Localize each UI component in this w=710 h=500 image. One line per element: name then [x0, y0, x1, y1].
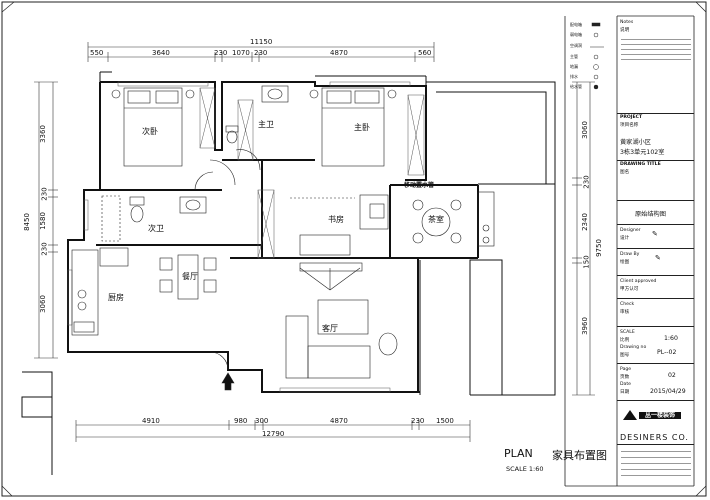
annotation-move-pipe: 移动置水管	[404, 182, 435, 189]
dim-right-seg-2: 230	[582, 175, 591, 189]
designer-signature: ✎	[652, 230, 658, 238]
study-furniture	[290, 194, 389, 272]
drawing-title: 原始结构图	[635, 211, 666, 218]
tea-room-furniture	[412, 191, 495, 247]
page-label: Page	[620, 367, 632, 372]
legend-item-7: 给水管	[570, 84, 582, 89]
page-value: 02	[668, 372, 676, 379]
dim-top-seg-4: 1070	[232, 49, 250, 57]
dim-left-seg-3: 1580	[38, 212, 47, 230]
second-bedroom-furniture	[111, 87, 195, 167]
room-dining: 餐厅	[182, 272, 198, 281]
dim-left-seg-1: 3360	[38, 125, 47, 143]
date-label-cn: 日期	[620, 390, 630, 395]
master-bedroom-furniture	[309, 87, 397, 167]
dim-left-seg-5: 3060	[38, 295, 47, 313]
draw-by-label: Draw By	[620, 252, 640, 257]
company-cn: 丛一楼装饰	[645, 412, 676, 419]
dim-top-seg-7: 560	[418, 49, 432, 57]
room-second-bedroom: 次卧	[142, 127, 158, 136]
draw-by-label-cn: 绘图	[620, 260, 630, 265]
dim-right-seg-5: 3960	[580, 317, 589, 335]
room-master-bedroom: 主卧	[354, 123, 370, 132]
legend-item-3: 空调洞	[570, 43, 582, 48]
scale-label: SCALE	[620, 330, 635, 335]
client-approved-label-cn: 甲方认可	[620, 287, 639, 292]
legend-item-6: 排水	[570, 74, 578, 79]
notes-label: Notes	[620, 20, 634, 25]
dim-left-seg-2: 230	[40, 187, 49, 201]
drawing-no-value: PL--02	[657, 349, 677, 356]
check-label: Check	[620, 302, 635, 307]
room-main-bath: 主卫	[258, 120, 274, 129]
company-address-block	[621, 449, 691, 476]
date-value: 2015/04/29	[650, 388, 686, 395]
drawing-no-label: Drawing no	[620, 345, 647, 350]
draw-by-signature: ✎	[655, 254, 661, 262]
project-label: PROJECT	[620, 115, 643, 120]
plan-scale: SCALE 1:60	[506, 465, 544, 473]
second-bath-fixtures	[101, 159, 236, 242]
project-name-line-2: 3栋3单元102室	[620, 149, 665, 156]
legend-item-2: 弱电箱	[570, 32, 582, 37]
dim-right-seg-4: 150	[582, 255, 591, 269]
room-living: 客厅	[322, 324, 338, 333]
scale-value: 1:60	[664, 335, 678, 342]
dim-right-overall: 9750	[594, 239, 603, 257]
dim-bottom-seg-3: 300	[255, 417, 269, 425]
notes-text-block	[621, 36, 691, 76]
room-second-bath: 次卫	[148, 224, 164, 233]
notes-label-cn: 说明	[620, 28, 630, 33]
date-label: Date	[620, 382, 631, 387]
dim-bottom-overall: 12790	[262, 430, 285, 438]
dim-top-seg-5: 230	[254, 49, 268, 57]
dim-bottom-seg-4: 4870	[330, 417, 348, 425]
dim-bottom-seg-5: 230	[411, 417, 425, 425]
legend-item-4: 主管	[570, 54, 578, 59]
designer-label-cn: 设计	[620, 236, 630, 241]
kitchen-fixtures	[71, 247, 129, 336]
client-approved-label: Client approved	[620, 279, 657, 284]
dim-top-seg-1: 550	[90, 49, 104, 57]
designer-label: Designer	[620, 228, 641, 233]
dim-left-seg-4: 230	[40, 242, 49, 256]
room-kitchen: 厨房	[108, 293, 124, 302]
legend-item-1: 配电箱	[570, 22, 582, 27]
room-study: 书房	[328, 215, 344, 224]
dim-left-overall: 8450	[22, 213, 31, 231]
dim-top-overall: 11150	[250, 38, 273, 46]
company-logo	[623, 410, 681, 420]
legend-item-5: 地漏	[570, 64, 578, 69]
room-tea-room: 茶室	[428, 215, 444, 224]
main-bath-fixtures	[225, 85, 289, 171]
dim-bottom-seg-1: 4910	[142, 417, 160, 425]
living-room-furniture	[285, 267, 398, 379]
project-name-line-1: 黄家湖小区	[620, 139, 651, 146]
drawing-title-label-cn: 图名	[620, 170, 630, 175]
plan-title-cn: 家具布置图	[552, 449, 607, 462]
drawing-no-label-cn: 图号	[620, 353, 630, 358]
dim-right-seg-3: 2340	[580, 213, 589, 231]
page-label-cn: 页数	[620, 375, 630, 380]
dim-right-seg-1: 3060	[580, 121, 589, 139]
scale-label-cn: 比例	[620, 338, 630, 343]
plan-title-en: PLAN	[504, 447, 533, 460]
dim-top-seg-6: 4870	[330, 49, 348, 57]
dim-bottom-seg-2: 980	[234, 417, 248, 425]
drawing-title-label: DRAWING TITLE	[620, 162, 661, 167]
company-name: DESINERS CO.	[620, 433, 689, 442]
dim-bottom-seg-6: 1500	[436, 417, 454, 425]
dim-top-seg-2: 3640	[152, 49, 170, 57]
dimension-lines	[34, 42, 595, 442]
project-label-cn: 项目名称	[620, 123, 639, 128]
dim-top-seg-3: 230	[214, 49, 228, 57]
check-label-cn: 审核	[620, 310, 630, 315]
dining-table	[159, 254, 217, 300]
